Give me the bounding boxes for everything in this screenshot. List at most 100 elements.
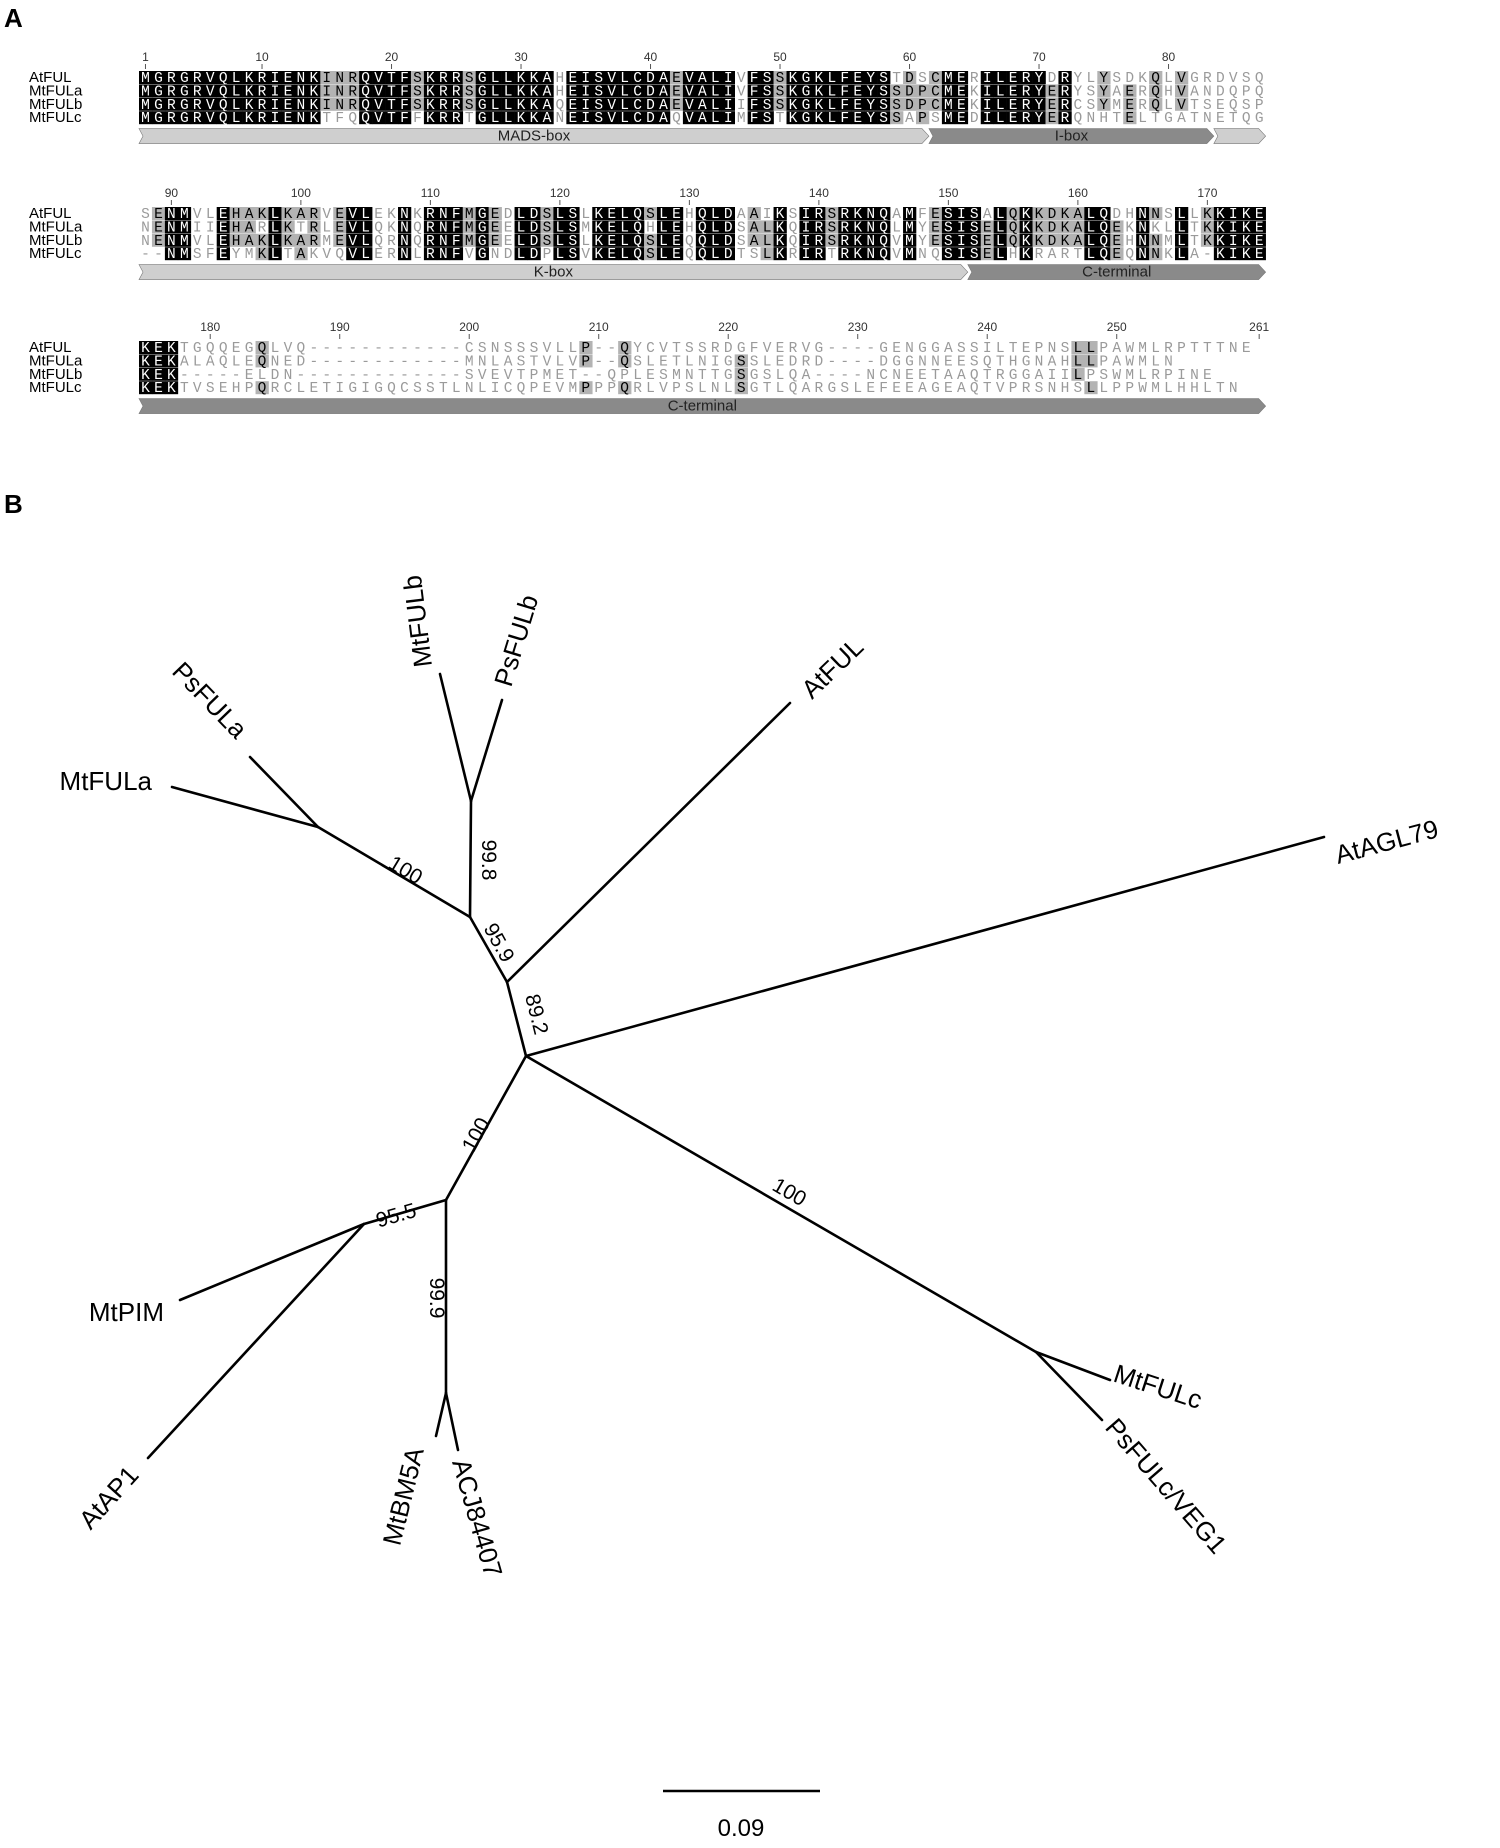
residue-shade (1149, 97, 1163, 111)
residue-shade (229, 233, 243, 247)
residue: K (141, 381, 150, 397)
residue: R (1022, 84, 1031, 100)
residue-shade (618, 111, 632, 125)
residue: A (1112, 84, 1121, 100)
residue: K (258, 234, 267, 250)
residue-shade (359, 220, 373, 234)
residue-shade (618, 97, 632, 111)
sequence-name: MtFULc (29, 245, 82, 262)
residue: V (543, 341, 552, 357)
residue: L (1086, 220, 1095, 236)
residue: L (1086, 381, 1095, 397)
residue-shade (488, 220, 502, 234)
residue: A (543, 84, 552, 100)
residue: E (1022, 341, 1031, 357)
residue: N (491, 247, 500, 263)
residue: L (685, 354, 694, 370)
residue-shade (1110, 233, 1124, 247)
residue: H (1009, 354, 1018, 370)
residue: L (1099, 381, 1108, 397)
residue: H (646, 220, 655, 236)
residue-shade (864, 84, 878, 98)
residue: I (802, 234, 811, 250)
residue-shade (579, 381, 593, 395)
residue-shade (423, 111, 438, 125)
residue-shade (1045, 97, 1059, 111)
residue: N (167, 234, 176, 250)
residue: E (1009, 84, 1018, 100)
residue: R (258, 111, 267, 127)
residue: E (607, 234, 616, 250)
ruler-label: 160 (1068, 186, 1088, 200)
residue-shade (436, 233, 451, 247)
residue: L (763, 220, 772, 236)
residue: L (581, 207, 590, 223)
residue: S (970, 207, 979, 223)
branch-mtfulb (438, 672, 473, 803)
residue: T (1074, 247, 1083, 263)
residue-shade (359, 71, 373, 84)
residue: F (840, 84, 849, 100)
residue-shade (605, 111, 619, 125)
residue-shade (190, 111, 205, 125)
residue-shade (825, 111, 839, 125)
sequence-name: MtFULb (29, 366, 82, 383)
residue-shade (695, 84, 710, 98)
residue-shade (747, 84, 761, 98)
residue: A (1074, 207, 1083, 223)
residue: N (141, 234, 150, 250)
residue-shade (1136, 207, 1150, 220)
residue: S (530, 341, 539, 357)
residue: M (465, 207, 474, 223)
residue: R (815, 220, 824, 236)
residue-shade (346, 84, 360, 98)
residue: E (154, 234, 163, 250)
residue-shade (423, 207, 438, 220)
residue: L (1164, 220, 1173, 236)
residue: K (815, 71, 824, 87)
sequence-name: AtFUL (29, 205, 72, 222)
residue-shade (877, 84, 891, 98)
residue: M (944, 111, 953, 127)
residue: S (944, 247, 953, 263)
residue: R (815, 234, 824, 250)
residue-shade (1006, 71, 1020, 84)
residue: Q (685, 247, 694, 263)
residue: A (659, 111, 668, 127)
residue: L (1151, 354, 1160, 370)
residue: T (711, 368, 720, 384)
residue-shade (812, 207, 826, 220)
branch-mtpim (178, 1222, 366, 1302)
residue-shade (216, 207, 230, 220)
residue: - (866, 354, 875, 370)
residue: T (1190, 234, 1199, 250)
residue: K (594, 234, 603, 250)
residue: E (672, 84, 681, 100)
residue: L (193, 354, 202, 370)
residue-shade (1213, 207, 1228, 220)
residue: Y (232, 247, 241, 263)
residue: R (387, 247, 396, 263)
residue: R (167, 84, 176, 100)
residue: K (245, 98, 254, 114)
residue: S (944, 207, 953, 223)
residue-shade (1019, 84, 1033, 98)
residue-shade (592, 220, 606, 234)
residue: R (1022, 381, 1031, 397)
residue-shade (385, 97, 399, 111)
branch-fula-stem (316, 825, 472, 919)
residue-shade (1019, 207, 1033, 220)
residue: L (556, 220, 565, 236)
residue: Q (413, 234, 422, 250)
residue: R (1061, 71, 1070, 87)
residue: R (439, 84, 448, 100)
residue: R (815, 381, 824, 397)
residue: D (815, 354, 824, 370)
residue: S (465, 368, 474, 384)
residue: - (361, 354, 370, 370)
residue: T (387, 71, 396, 87)
residue: K (284, 220, 293, 236)
residue: - (413, 354, 422, 370)
ruler-label: 60 (903, 50, 917, 64)
residue: S (465, 84, 474, 100)
